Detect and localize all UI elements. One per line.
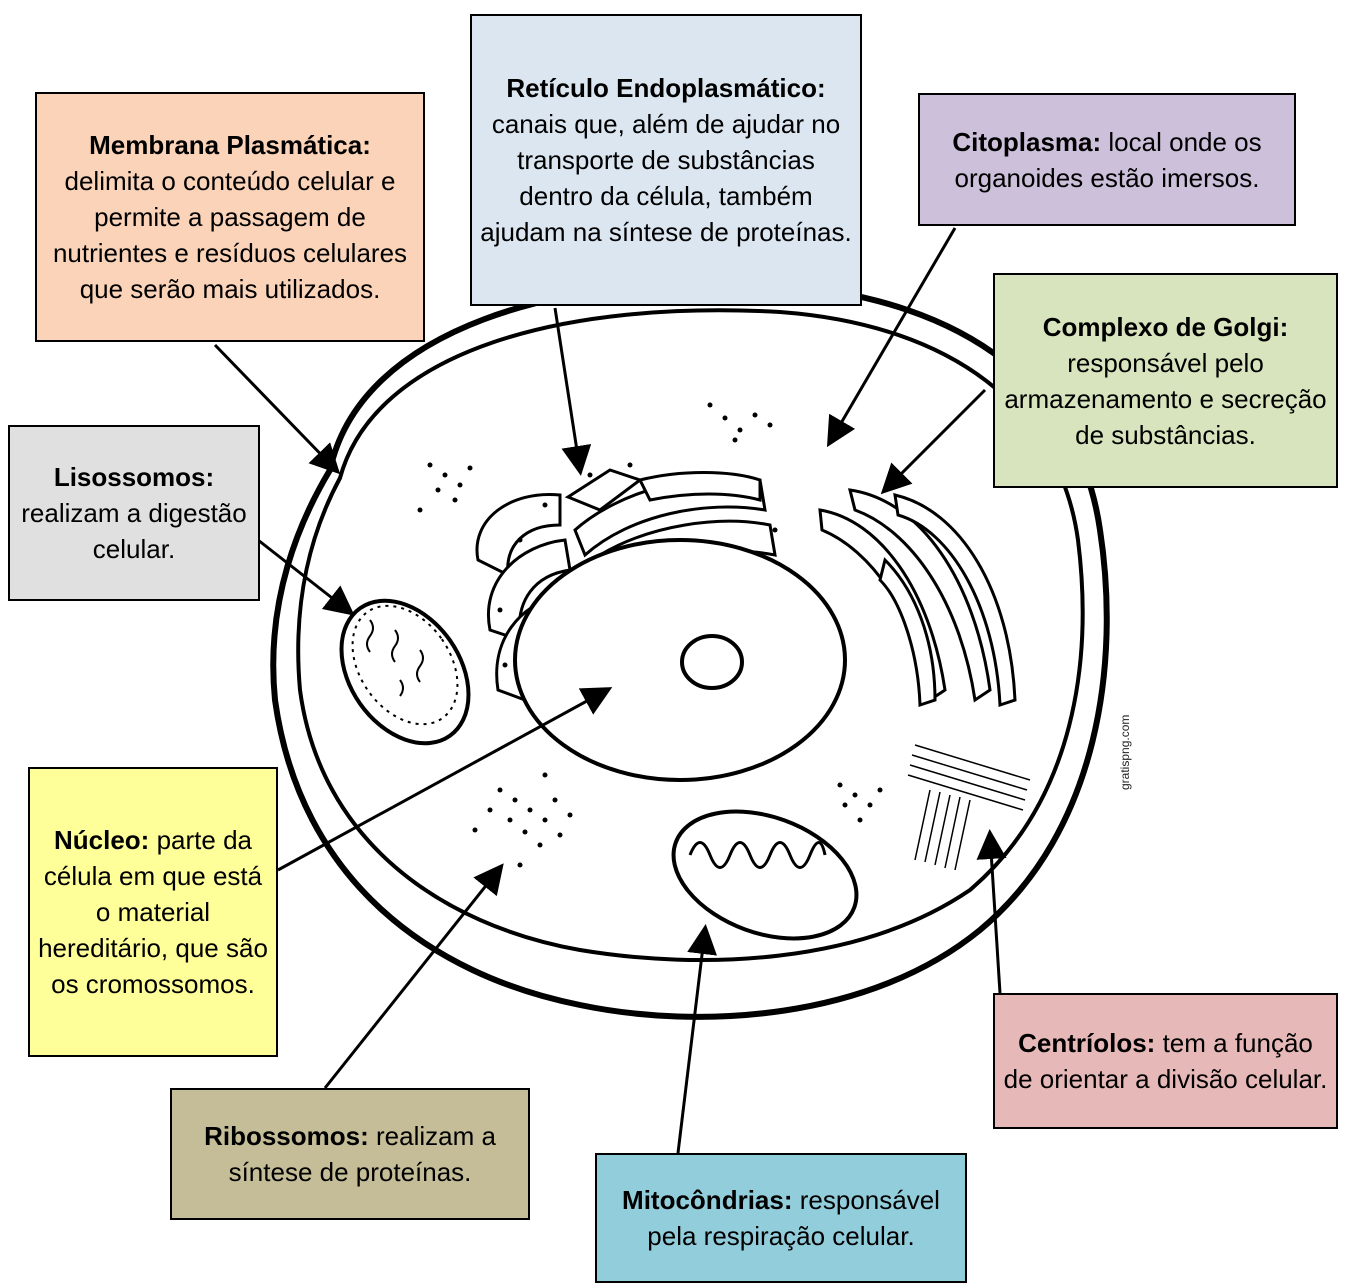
label-citoplasma: Citoplasma: local onde os organoides est…	[918, 93, 1296, 226]
label-title: Ribossomos:	[204, 1121, 369, 1151]
lysosome	[339, 598, 471, 746]
label-title: Citoplasma:	[952, 126, 1102, 157]
watermark: gratispng.com	[1118, 714, 1132, 790]
pointer-arrows	[213, 227, 1007, 1154]
label-lisossomos: Lisossomos: realizam a digestão celular.	[8, 425, 260, 601]
label-title: Membrana Plasmática:	[89, 130, 371, 160]
centrioles	[907, 744, 1031, 871]
label-title: Complexo de Golgi:	[1042, 311, 1289, 342]
label-reticulo-endoplasmatico: Retículo Endoplasmático: canais que, alé…	[470, 14, 862, 306]
label-text: delimita o conteúdo celular e permite a …	[52, 166, 408, 304]
label-text: realizam a síntese de proteínas.	[228, 1121, 496, 1187]
label-text: realizam a digestão celular.	[21, 498, 247, 564]
label-title: Núcleo:	[54, 825, 150, 855]
label-membrana-plasmatica: Membrana Plasmática: delimita o conteúdo…	[35, 92, 425, 342]
label-text: local onde os organoides estão imersos.	[954, 126, 1262, 193]
label-text: tem a função de orientar a divisão celul…	[1003, 1028, 1328, 1094]
label-text: canais que, além de ajudar no transporte…	[480, 109, 852, 247]
label-mitocondrias: Mitocôndrias: responsável pela respiraçã…	[595, 1153, 967, 1283]
label-ribossomos: Ribossomos: realizam a síntese de proteí…	[170, 1088, 530, 1220]
label-complexo-de-golgi: Complexo de Golgi: responsável pelo arma…	[993, 273, 1338, 488]
label-text: responsável pela respiração celular.	[647, 1185, 940, 1251]
label-title: Lisossomos:	[53, 462, 215, 492]
nucleus	[513, 538, 847, 782]
label-text: responsável pelo armazenamento e secreçã…	[1004, 347, 1327, 450]
label-nucleo: Núcleo: parte da célula em que está o ma…	[28, 767, 278, 1057]
label-title: Retículo Endoplasmático:	[506, 73, 826, 103]
label-title: Mitocôndrias:	[622, 1185, 793, 1215]
label-text: parte da célula em que está o material h…	[38, 825, 268, 999]
label-centriolos: Centríolos: tem a função de orientar a d…	[993, 993, 1338, 1129]
label-title: Centríolos:	[1018, 1028, 1156, 1058]
golgi-apparatus	[818, 488, 1017, 708]
mitochondrion	[671, 809, 859, 941]
